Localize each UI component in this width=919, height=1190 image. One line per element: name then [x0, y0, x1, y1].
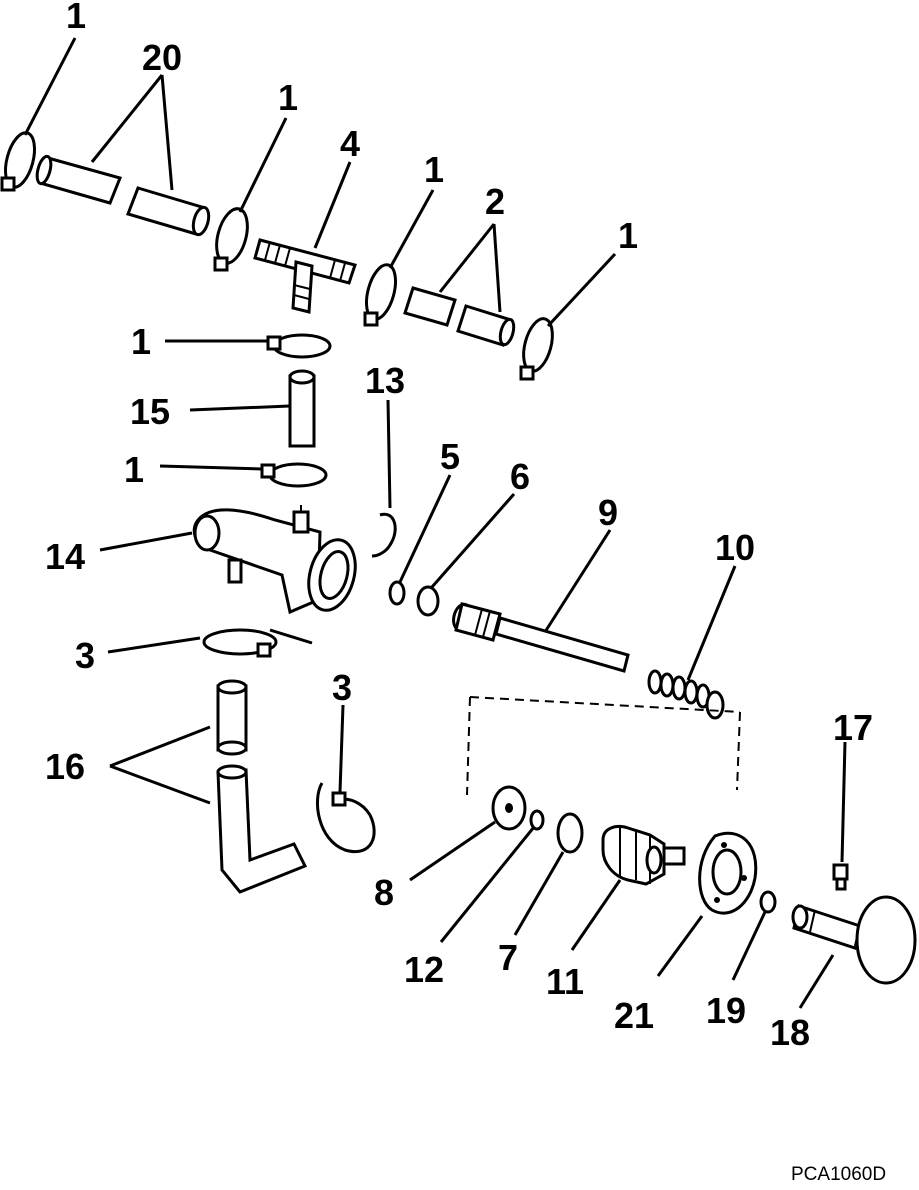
callout-3: 3: [75, 635, 95, 676]
callout-1: 1: [424, 149, 444, 190]
callout-18: 18: [770, 1012, 810, 1053]
o-ring-19: [759, 890, 777, 914]
tee-fitting-4: [253, 238, 357, 314]
callout-21: 21: [614, 995, 654, 1036]
o-ring-7: [556, 812, 584, 854]
knob-18: [791, 895, 917, 985]
hose-20: [35, 154, 211, 237]
o-ring-12: [529, 809, 545, 831]
callout-1: 1: [124, 449, 144, 490]
callout-7: 7: [498, 937, 518, 978]
callout-15: 15: [130, 391, 170, 432]
callout-1: 1: [618, 215, 638, 256]
callouts: 1 20 1 4 1 2 1 1 15 13 1 5 6 9 10 14 3 3…: [45, 0, 873, 1053]
clamp-1-right: [519, 317, 554, 381]
o-ring-6: [416, 585, 440, 617]
spring-10: [647, 669, 725, 720]
shaft-9: [452, 602, 630, 673]
drawing-code: PCA1060D: [791, 1164, 886, 1185]
callout-14: 14: [45, 536, 85, 577]
callout-16: 16: [45, 746, 85, 787]
clamp-1-third: [363, 263, 397, 327]
flange-plate-21: [698, 831, 758, 915]
clamp-1-lower-vertical: [260, 462, 328, 488]
hose-16: [216, 679, 308, 894]
clamp-3-right: [315, 782, 376, 854]
hose-15: [288, 369, 316, 448]
housing-14: [192, 505, 357, 615]
callout-17: 17: [833, 707, 873, 748]
callout-6: 6: [510, 456, 530, 497]
retaining-ring-13: [371, 512, 397, 558]
clamp-3-left: [202, 628, 313, 658]
callout-1: 1: [278, 77, 298, 118]
leader-lines: [23, 37, 847, 1009]
callout-19: 19: [706, 990, 746, 1031]
clamp-1-top-left: [0, 131, 36, 192]
assembly-bracket: [466, 696, 741, 796]
callout-13: 13: [365, 360, 405, 401]
hose-2: [403, 286, 516, 347]
callout-11: 11: [546, 961, 584, 1002]
callout-8: 8: [374, 872, 394, 913]
callout-1: 1: [131, 321, 151, 362]
callout-5: 5: [440, 436, 460, 477]
clamp-1-upper-vertical: [266, 333, 332, 359]
o-ring-5: [388, 580, 406, 606]
callout-3: 3: [332, 667, 352, 708]
screw-17: [832, 863, 849, 891]
callout-1: 1: [66, 0, 86, 36]
valve-body-11: [601, 825, 686, 886]
callout-10: 10: [715, 527, 755, 568]
clamp-1-second: [213, 207, 249, 272]
callout-20: 20: [142, 37, 182, 78]
callout-4: 4: [340, 123, 360, 164]
callout-9: 9: [598, 492, 618, 533]
callout-12: 12: [404, 949, 444, 990]
washer-8: [491, 785, 527, 831]
callout-2: 2: [485, 181, 505, 222]
